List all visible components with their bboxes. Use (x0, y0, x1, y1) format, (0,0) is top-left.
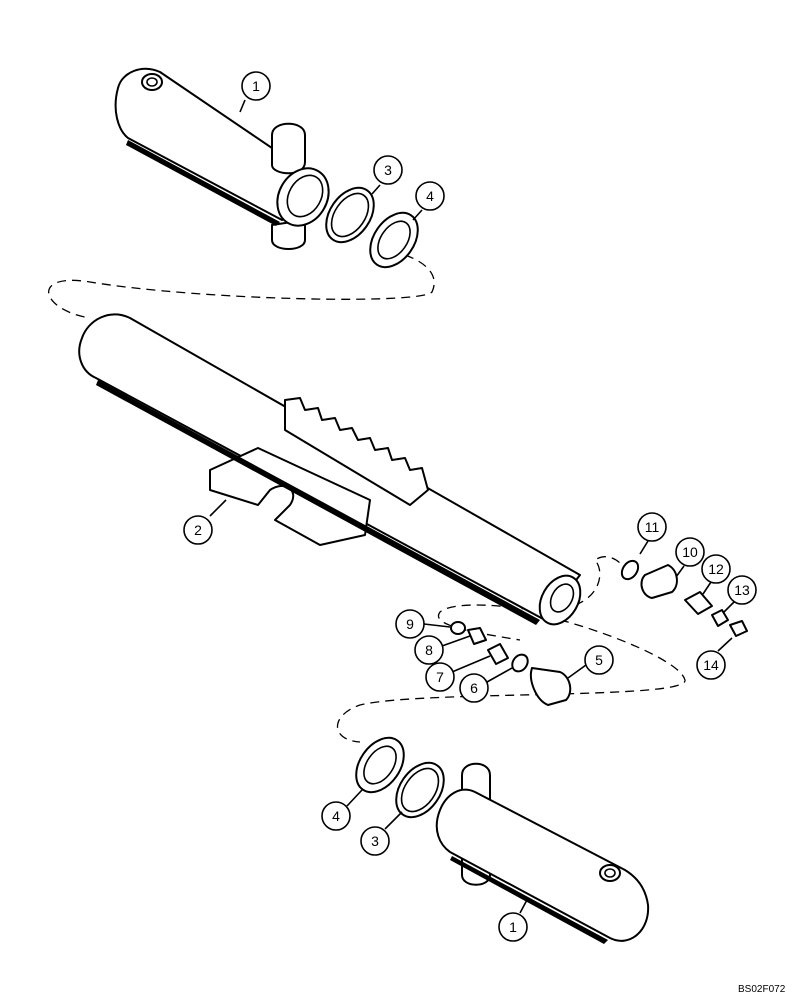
callout-label: 7 (436, 669, 444, 685)
callout-7: 7 (425, 655, 491, 692)
callout-5: 5 (567, 645, 614, 679)
check-valve-parts (450, 559, 748, 706)
callout-label: 2 (194, 522, 202, 538)
callout-1-top: 1 (239, 71, 271, 113)
callout-label: 5 (595, 652, 603, 668)
callout-label: 13 (734, 582, 750, 598)
callout-label: 10 (682, 544, 698, 560)
callout-14: 14 (696, 637, 733, 680)
callout-4-bottom: 4 (321, 789, 363, 831)
callout-label: 12 (708, 561, 724, 577)
bottom-cylinder (435, 762, 650, 944)
callout-2: 2 (183, 499, 227, 545)
callout-label: 14 (703, 657, 719, 673)
callout-9: 9 (395, 609, 451, 639)
callout-label: 4 (426, 188, 434, 204)
callout-6: 6 (459, 667, 513, 703)
top-seal-rings (325, 186, 419, 269)
callout-label: 9 (406, 616, 414, 632)
callout-label: 6 (470, 680, 478, 696)
callout-label: 1 (252, 78, 260, 94)
callout-3-bottom: 3 (360, 811, 403, 856)
callout-12: 12 (701, 554, 731, 595)
callout-label: 3 (384, 162, 392, 178)
callout-13: 13 (723, 575, 757, 613)
callout-11: 11 (637, 512, 667, 555)
callout-4-top: 4 (412, 181, 445, 221)
callout-10: 10 (675, 537, 705, 578)
rack-piston (78, 313, 582, 626)
callout-label: 8 (425, 642, 433, 658)
callout-label: 3 (371, 833, 379, 849)
callout-1-bottom: 1 (498, 897, 529, 942)
bottom-seal-rings (355, 736, 445, 819)
callout-3-top: 3 (371, 155, 403, 195)
callout-label: 11 (645, 519, 660, 535)
callout-label: 4 (332, 808, 340, 824)
figure-code: BS02F072 (738, 984, 786, 995)
callout-label: 1 (509, 919, 517, 935)
callout-8: 8 (414, 635, 471, 665)
top-cylinder (114, 67, 330, 250)
